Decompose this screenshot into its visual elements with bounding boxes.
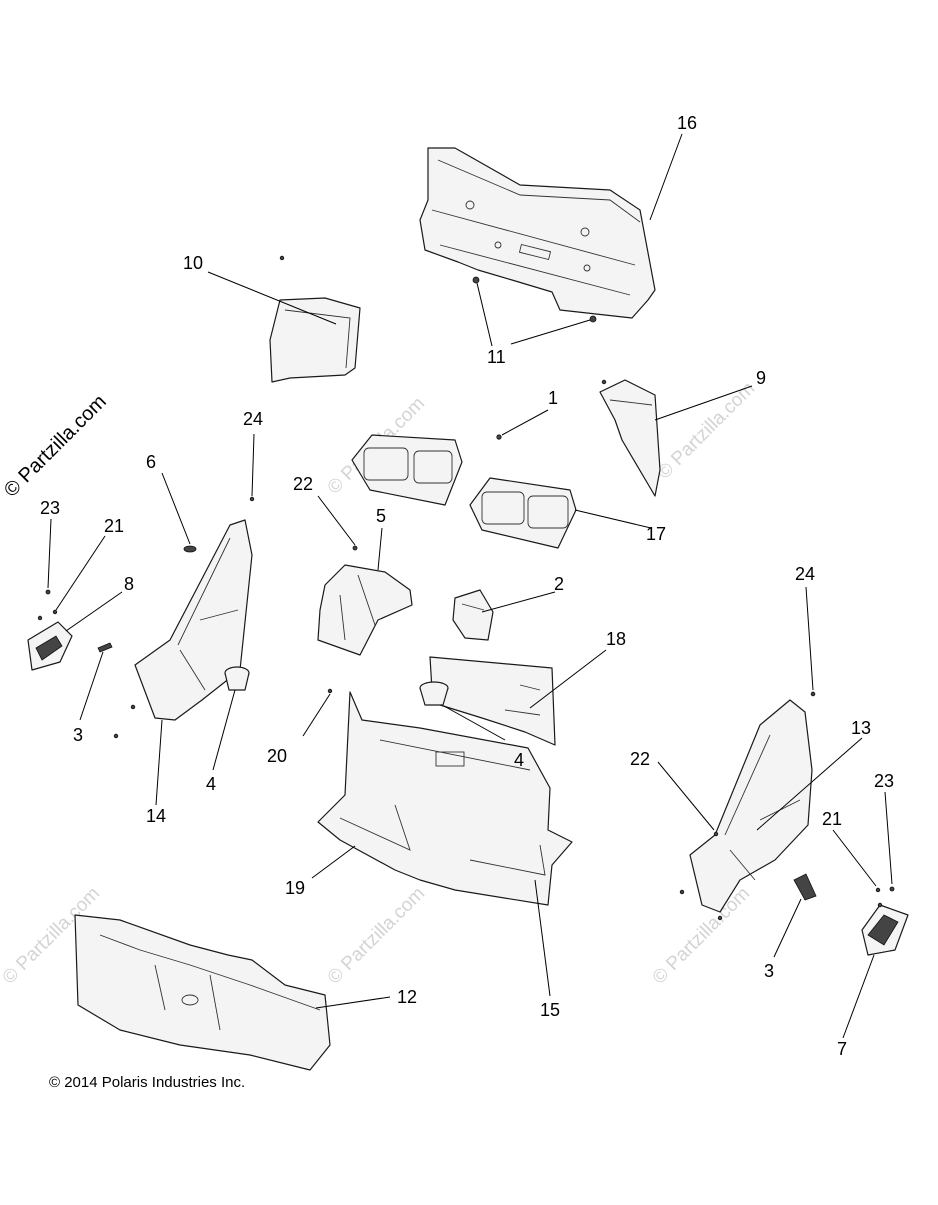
part-center-console — [317, 564, 413, 656]
part-right-foot-rest — [861, 886, 909, 956]
callout-2: 2 — [554, 574, 564, 594]
callout-19: 19 — [285, 878, 305, 898]
callout-18: 18 — [606, 629, 626, 649]
callout-4-center: 4 — [514, 750, 524, 770]
callout-24-upper: 24 — [243, 409, 263, 429]
callout-13: 13 — [851, 718, 871, 738]
callout-12: 12 — [397, 987, 417, 1007]
part-front-dash — [74, 914, 331, 1071]
part-pin — [793, 873, 817, 901]
watermark-main: © Partzilla.com — [0, 391, 111, 502]
part-left-foot-rest — [27, 589, 73, 671]
part-nut — [589, 315, 597, 323]
callout-6: 6 — [146, 452, 156, 472]
callout-7: 7 — [837, 1039, 847, 1059]
part-fastener — [810, 691, 816, 697]
callout-3-right: 3 — [764, 961, 774, 981]
part-grommet — [183, 545, 197, 553]
part-fastener — [249, 496, 255, 502]
part-side-panel-left — [269, 255, 361, 383]
callout-16: 16 — [677, 113, 697, 133]
callout-22-upper: 22 — [293, 474, 313, 494]
callout-14: 14 — [146, 806, 166, 826]
part-cup-insert — [419, 681, 449, 706]
part-cupholder-tray-left — [351, 434, 463, 506]
part-clip — [496, 434, 502, 440]
copyright-text: © 2014 Polaris Industries Inc. — [49, 1074, 246, 1091]
part-nut — [472, 276, 480, 284]
watermark-faint: © Partzilla.com — [324, 883, 429, 988]
callout-10: 10 — [183, 253, 203, 273]
callout-20: 20 — [267, 746, 287, 766]
callout-5: 5 — [376, 506, 386, 526]
callout-8: 8 — [124, 574, 134, 594]
callout-9: 9 — [756, 368, 766, 388]
callout-24-lower: 24 — [795, 564, 815, 584]
part-fastener — [327, 688, 333, 694]
part-bracket — [452, 589, 494, 641]
callout-4-left: 4 — [206, 774, 216, 794]
partzilla-watermark: © Partzilla.com — [0, 391, 111, 502]
callout-1: 1 — [548, 388, 558, 408]
part-cupholder-tray — [469, 477, 577, 549]
part-pin — [97, 642, 113, 653]
part-floor-panel — [429, 656, 556, 746]
part-fastener — [352, 545, 358, 551]
callout-22-lower: 22 — [630, 749, 650, 769]
callout-3-left: 3 — [73, 725, 83, 745]
part-cup-insert — [224, 666, 250, 691]
part-left-door-panel — [113, 519, 253, 739]
part-right-door-panel — [679, 691, 816, 921]
callout-21-right: 21 — [822, 809, 842, 829]
callout-23-right: 23 — [874, 771, 894, 791]
watermark-faint: © Partzilla.com — [654, 378, 759, 483]
callout-15: 15 — [540, 1000, 560, 1020]
callout-23-left: 23 — [40, 498, 60, 518]
callout-labels: 16 10 11 9 1 24 6 22 5 17 23 21 8 2 3 18… — [40, 113, 894, 1059]
callout-21-left: 21 — [104, 516, 124, 536]
part-center-floor — [317, 691, 573, 906]
callout-17: 17 — [646, 524, 666, 544]
part-side-panel-right — [599, 379, 661, 497]
callout-11: 11 — [487, 347, 506, 367]
part-rear-panel — [419, 147, 656, 319]
leader-lines — [47, 133, 893, 1039]
